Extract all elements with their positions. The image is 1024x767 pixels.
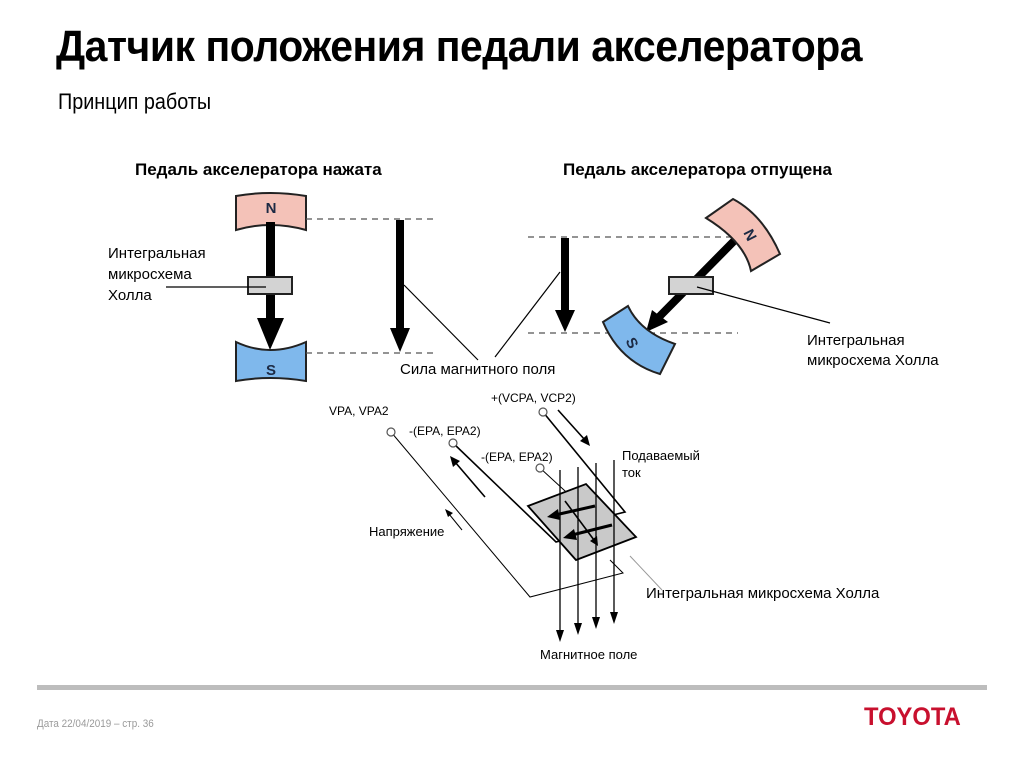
output-current-arrow — [454, 461, 486, 498]
plate-current-arrow-2 — [571, 523, 613, 537]
terminal-vpa-label: VPA, VPA2 — [329, 404, 389, 418]
released-hall-ic-chip — [668, 276, 714, 295]
pressed-heading: Педаль акселератора нажата — [135, 160, 382, 179]
north-label: N — [266, 200, 277, 217]
hall-ic-chip — [247, 276, 293, 295]
released-magnet-assembly: N S — [601, 197, 831, 376]
pressed-hall-label-line-1: Интегральная — [108, 245, 206, 262]
plate-hall-arrow — [564, 500, 595, 541]
hall-ic-label: Интегральная микросхема Холла — [646, 585, 880, 602]
hall-schematic — [386, 407, 663, 642]
pressed-hall-label-line-3: Холла — [108, 287, 152, 304]
south-magnet — [235, 340, 307, 383]
slide-title: Датчик положения педали акселератора — [56, 22, 863, 71]
released-hall-leader-line — [696, 286, 831, 324]
toyota-logo: TOYOTA — [864, 703, 961, 731]
field-strength-arrow-released — [561, 238, 569, 314]
terminal-epa-1-label: -(EPA, EPA2) — [409, 424, 481, 438]
magnet-shaft — [266, 222, 275, 322]
magnetic-field-label: Магнитное поле — [540, 647, 638, 662]
voltage-arrow — [448, 513, 463, 531]
pressed-hall-label-line-2: микросхема — [108, 266, 192, 283]
vpa-wire — [390, 431, 624, 598]
hall-plate — [526, 482, 638, 562]
south-label: S — [266, 362, 276, 379]
field-strength-arrowhead-released — [555, 310, 575, 332]
flux-arrowhead — [257, 318, 284, 350]
terminal-vpa — [386, 427, 396, 437]
terminal-vcpa-label: +(VCPA, VCP2) — [491, 391, 576, 405]
hall-ic-leader — [629, 555, 663, 591]
released-north-magnet — [704, 197, 782, 273]
field-force-label: Сила магнитного поля — [400, 361, 556, 378]
north-magnet — [235, 192, 307, 232]
terminal-epa-2 — [535, 463, 545, 473]
field-strength-arrowhead-pressed — [390, 328, 410, 352]
released-flux-arrowhead — [646, 310, 668, 332]
terminal-vcpa — [538, 407, 548, 417]
supplied-current-label-line-1: Подаваемый — [622, 448, 700, 463]
field-strength-arrow-pressed — [396, 220, 404, 332]
released-south-magnet — [601, 304, 677, 376]
slide-subtitle: Принцип работы — [58, 89, 212, 114]
field-force-leader-left — [403, 284, 479, 361]
supply-current-arrow — [557, 409, 586, 441]
terminal-epa-1 — [448, 438, 458, 448]
footer-divider — [37, 685, 987, 690]
field-force-leader-right — [494, 271, 561, 358]
footer-date-page: Дата 22/04/2019 – стр. 36 — [37, 718, 154, 730]
released-hall-label-line-1: Интегральная — [807, 332, 905, 349]
released-hall-label-line-2: микросхема Холла — [807, 352, 939, 369]
supplied-current-label-line-2: ток — [622, 465, 641, 480]
pressed-magnet-assembly: N S — [166, 192, 307, 383]
plate-current-arrow-1 — [554, 504, 596, 517]
released-heading: Педаль акселератора отпущена — [563, 160, 832, 179]
voltage-label: Напряжение — [369, 524, 445, 539]
terminal-epa-2-label: -(EPA, EPA2) — [481, 450, 553, 464]
